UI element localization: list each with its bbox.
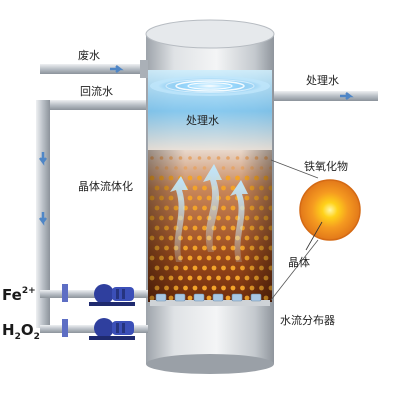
treated-water-in-label: 处理水: [186, 114, 219, 127]
fe-ion-label: Fe2+: [2, 286, 36, 304]
distributor-nozzle: [174, 293, 186, 302]
crystal-fluidization-label: 晶体流体化: [78, 179, 133, 193]
reflux-pipe: [36, 100, 146, 328]
upflow-arrow-right: [230, 180, 248, 262]
waste-water-label: 废水: [78, 48, 100, 62]
crystal-particle: [278, 266, 283, 271]
waste-water-pipe: [40, 60, 148, 78]
crystal-particle: [278, 246, 283, 251]
crystal-leader-line: [305, 221, 323, 251]
h2o2-inlet-line: [40, 318, 148, 340]
crystal-particle: [279, 166, 283, 170]
reflux-water-label: 回流水: [80, 84, 113, 98]
distributor-label: 水流分布器: [280, 313, 335, 327]
crystal-particle: [278, 186, 283, 191]
valve-icon: [62, 319, 68, 337]
crystal-particle: [278, 226, 283, 231]
flow-arrow-icon: [110, 65, 124, 73]
treated-water-pipe: [274, 91, 378, 101]
crystal-label: 晶体: [288, 255, 310, 269]
pump-icon: [89, 284, 135, 306]
flow-arrow-icon: [39, 152, 47, 166]
distributor-nozzle: [193, 293, 205, 302]
fe-inlet-line: [40, 284, 148, 306]
distributor-nozzle: [231, 293, 243, 302]
water-swirl: [158, 78, 262, 94]
treated-water-out-label: 处理水: [306, 74, 339, 87]
treated-water-zone: [148, 70, 272, 152]
water-distributor: [150, 293, 270, 306]
crystal-particle: [278, 206, 283, 211]
h2o2-label: H2O2: [2, 321, 40, 342]
valve-icon: [62, 284, 68, 302]
upflow-arrows: [170, 164, 248, 262]
distributor-nozzle: [155, 293, 167, 302]
distributor-nozzle: [250, 293, 262, 302]
crystal-callout: [270, 159, 361, 301]
flow-arrow-icon: [340, 92, 354, 100]
crystal-particle: [274, 156, 278, 160]
crystal-particle-icon: [300, 180, 360, 240]
distributor-nozzle: [212, 293, 224, 302]
upflow-arrow-center: [203, 164, 222, 252]
iron-oxide-label: 铁氧化物: [304, 159, 348, 173]
upflow-arrow-left: [170, 176, 188, 262]
pump-icon: [89, 318, 135, 340]
flow-arrow-icon: [39, 212, 47, 226]
